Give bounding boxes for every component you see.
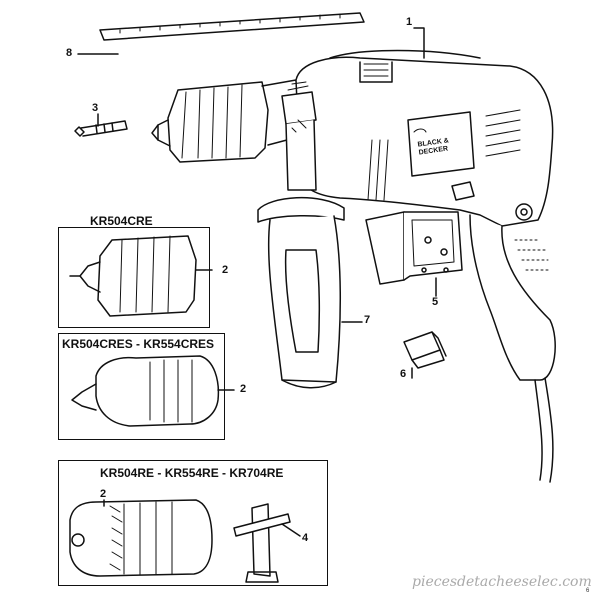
drill-body (151, 49, 554, 227)
rear-grip (469, 214, 556, 483)
chuck-keyed (69, 499, 213, 577)
callout-1: 1 (406, 16, 413, 28)
chuck-key (233, 503, 301, 583)
watermark: piecesdetacheeselec.com (412, 574, 592, 590)
callout-2a: 2 (222, 264, 229, 276)
screw (74, 120, 128, 137)
callout-3: 3 (92, 102, 99, 114)
leader-4 (281, 523, 301, 537)
callout-5: 5 (432, 296, 439, 308)
callout-2b: 2 (240, 383, 247, 395)
box-title-kr504cre: KR504CRE (90, 214, 153, 228)
side-handle (257, 119, 345, 389)
callout-6: 6 (400, 368, 407, 380)
callout-8: 8 (66, 47, 73, 59)
variant-box-kr504cres (58, 333, 225, 440)
brush-holder (403, 331, 447, 369)
callout-4: 4 (302, 532, 309, 544)
page-mark: 6 (586, 588, 590, 594)
leader-1 (413, 27, 425, 59)
callout-2c: 2 (100, 488, 107, 500)
box-title-kr504cres: KR504CRES - KR554CRES (62, 337, 215, 351)
chuck-kr504cres (71, 355, 235, 427)
variant-box-kr504re (58, 460, 328, 586)
variant-box-kr504cre (58, 227, 210, 328)
switch-module (365, 211, 463, 285)
depth-rod (99, 12, 365, 41)
chuck-kr504cre (69, 235, 213, 317)
callout-7: 7 (364, 314, 371, 326)
box-title-kr504re: KR504RE - KR554RE - KR704RE (100, 466, 284, 480)
